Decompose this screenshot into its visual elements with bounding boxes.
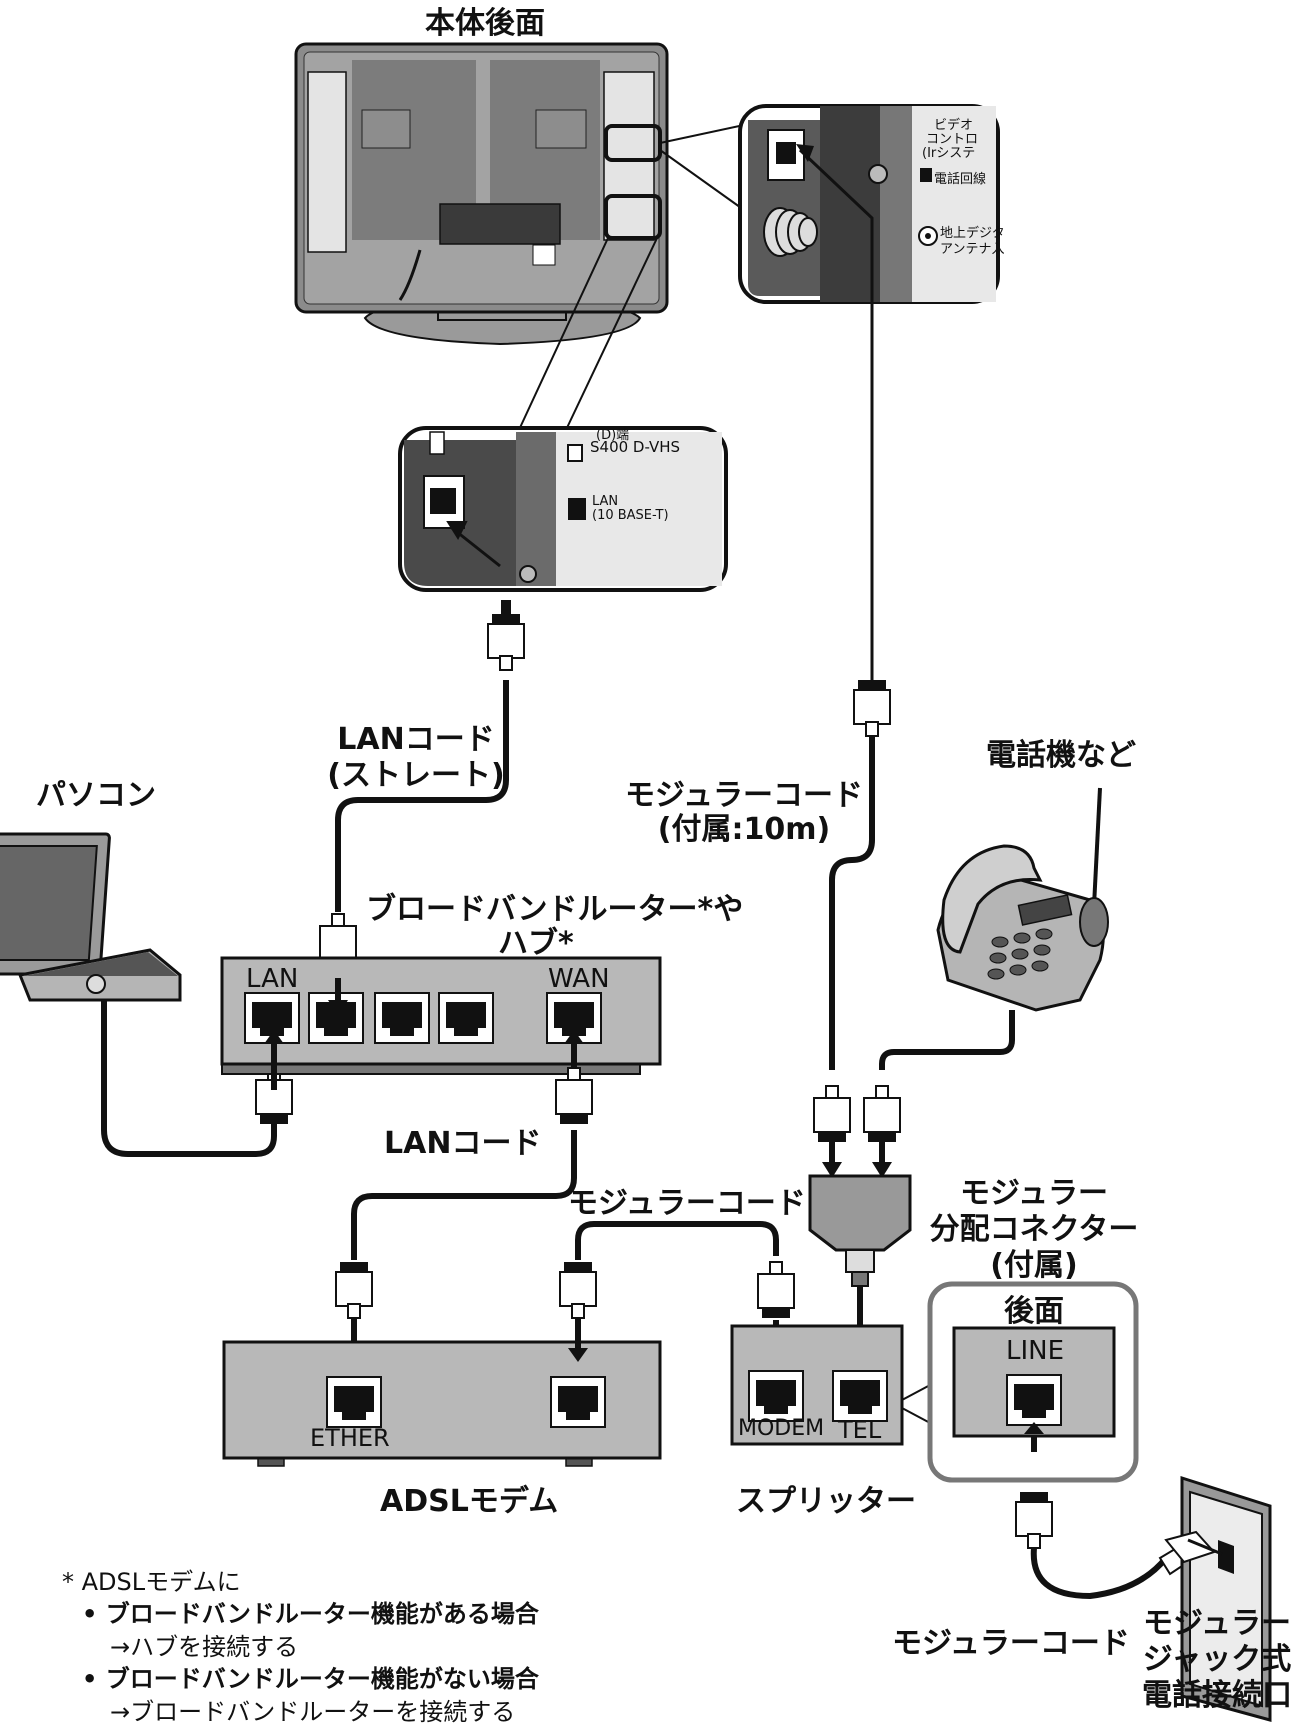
splitter-modem-port-label: MODEM [738, 1416, 825, 1441]
lan-cable-middle [335, 1067, 593, 1362]
splitter-connector-label-1: モジュラー [960, 1176, 1108, 1211]
zoom-dv-label-2: S400 D-VHS [590, 438, 681, 456]
router-label-2: ハブ* [498, 926, 574, 961]
zoom-antenna-label-2: アンテナ入 [940, 242, 1005, 257]
zoom-phone-port [738, 104, 1000, 304]
splitter [730, 1324, 933, 1446]
splitter-connector-label-3: (付属) [990, 1248, 1078, 1283]
footnote-case1: • ブロードバンドルーター機能がある場合 [82, 1600, 539, 1629]
router-wan-port-label: WAN [548, 964, 610, 994]
modem-ether-port-label: ETHER [310, 1424, 390, 1452]
zoom-lan-label-1: LAN [592, 494, 619, 509]
zoom-video-label-2: コントロ [926, 132, 979, 147]
rear-inset-label: 後面 [1004, 1294, 1064, 1329]
lan-cord-top-sub-label: (ストレート) [327, 758, 505, 793]
zoom-phone-line-label: 電話回線 [934, 172, 987, 187]
zoom-video-label-3: (Irシステ [922, 146, 976, 161]
footnote-case1-action: →ハブを接続する [110, 1632, 299, 1661]
wall-jack-label-3: 電話接続口 [1142, 1678, 1292, 1713]
wall-jack-label-2: ジャック式 [1142, 1642, 1292, 1677]
splitter-rear-inset [927, 1281, 1139, 1549]
modular-cord-middle-label: モジュラーコード [568, 1186, 806, 1221]
splitter-tel-port-label: TEL [838, 1416, 882, 1444]
phone-label: 電話機など [986, 738, 1136, 773]
zoom-dv-label-1: (D)端 [596, 428, 630, 443]
splitter-connector-label-2: 分配コネクター [929, 1212, 1139, 1247]
splitter-label: スプリッター [736, 1484, 916, 1519]
router-lan-port-label: LAN [246, 964, 299, 994]
router-hub [220, 956, 662, 1090]
footnote-case2: • ブロードバンドルーター機能がない場合 [82, 1665, 539, 1694]
router-label-1: ブロードバンドルーター*や [366, 892, 744, 927]
footnote-intro: * ADSLモデムに [62, 1568, 241, 1596]
zoom-lan-label-2: (10 BASE-T) [592, 508, 669, 523]
lan-cord-middle-label: LANコード [384, 1126, 542, 1161]
zoom-video-label-1: ビデオ [934, 118, 974, 133]
lan-cable-top [319, 521, 525, 971]
modular-cable-top [796, 144, 891, 1143]
modular-cord-bottom-label: モジュラーコード [892, 1626, 1130, 1661]
telephone-illustration [863, 787, 1109, 1143]
pc-label: パソコン [36, 778, 156, 813]
wall-jack-label-1: モジュラー [1143, 1606, 1291, 1641]
wall-jack [1164, 1475, 1272, 1722]
line-port-label: LINE [1006, 1336, 1065, 1366]
modular-cord-top-label: モジュラーコード [625, 778, 863, 813]
modular-cable-bottom [1030, 1544, 1190, 1600]
footnote: * ADSLモデムに • ブロードバンドルーター機能がある場合 →ハブを接続する… [62, 1566, 539, 1728]
adsl-modem-label: ADSLモデム [380, 1484, 559, 1519]
tv-rear-illustration [294, 42, 669, 346]
zoom-lan-port [398, 426, 728, 592]
footnote-case2-action: →ブロードバンドルーターを接続する [110, 1697, 516, 1726]
modular-cord-top-sub-label: (付属:10m) [657, 812, 831, 847]
tv-rear-title: 本体後面 [425, 6, 545, 41]
lan-cord-top-label: LANコード [337, 722, 495, 757]
adsl-modem [222, 1340, 662, 1467]
zoom-antenna-label-1: 地上デジタ [940, 226, 1005, 241]
laptop-illustration [0, 832, 293, 1157]
